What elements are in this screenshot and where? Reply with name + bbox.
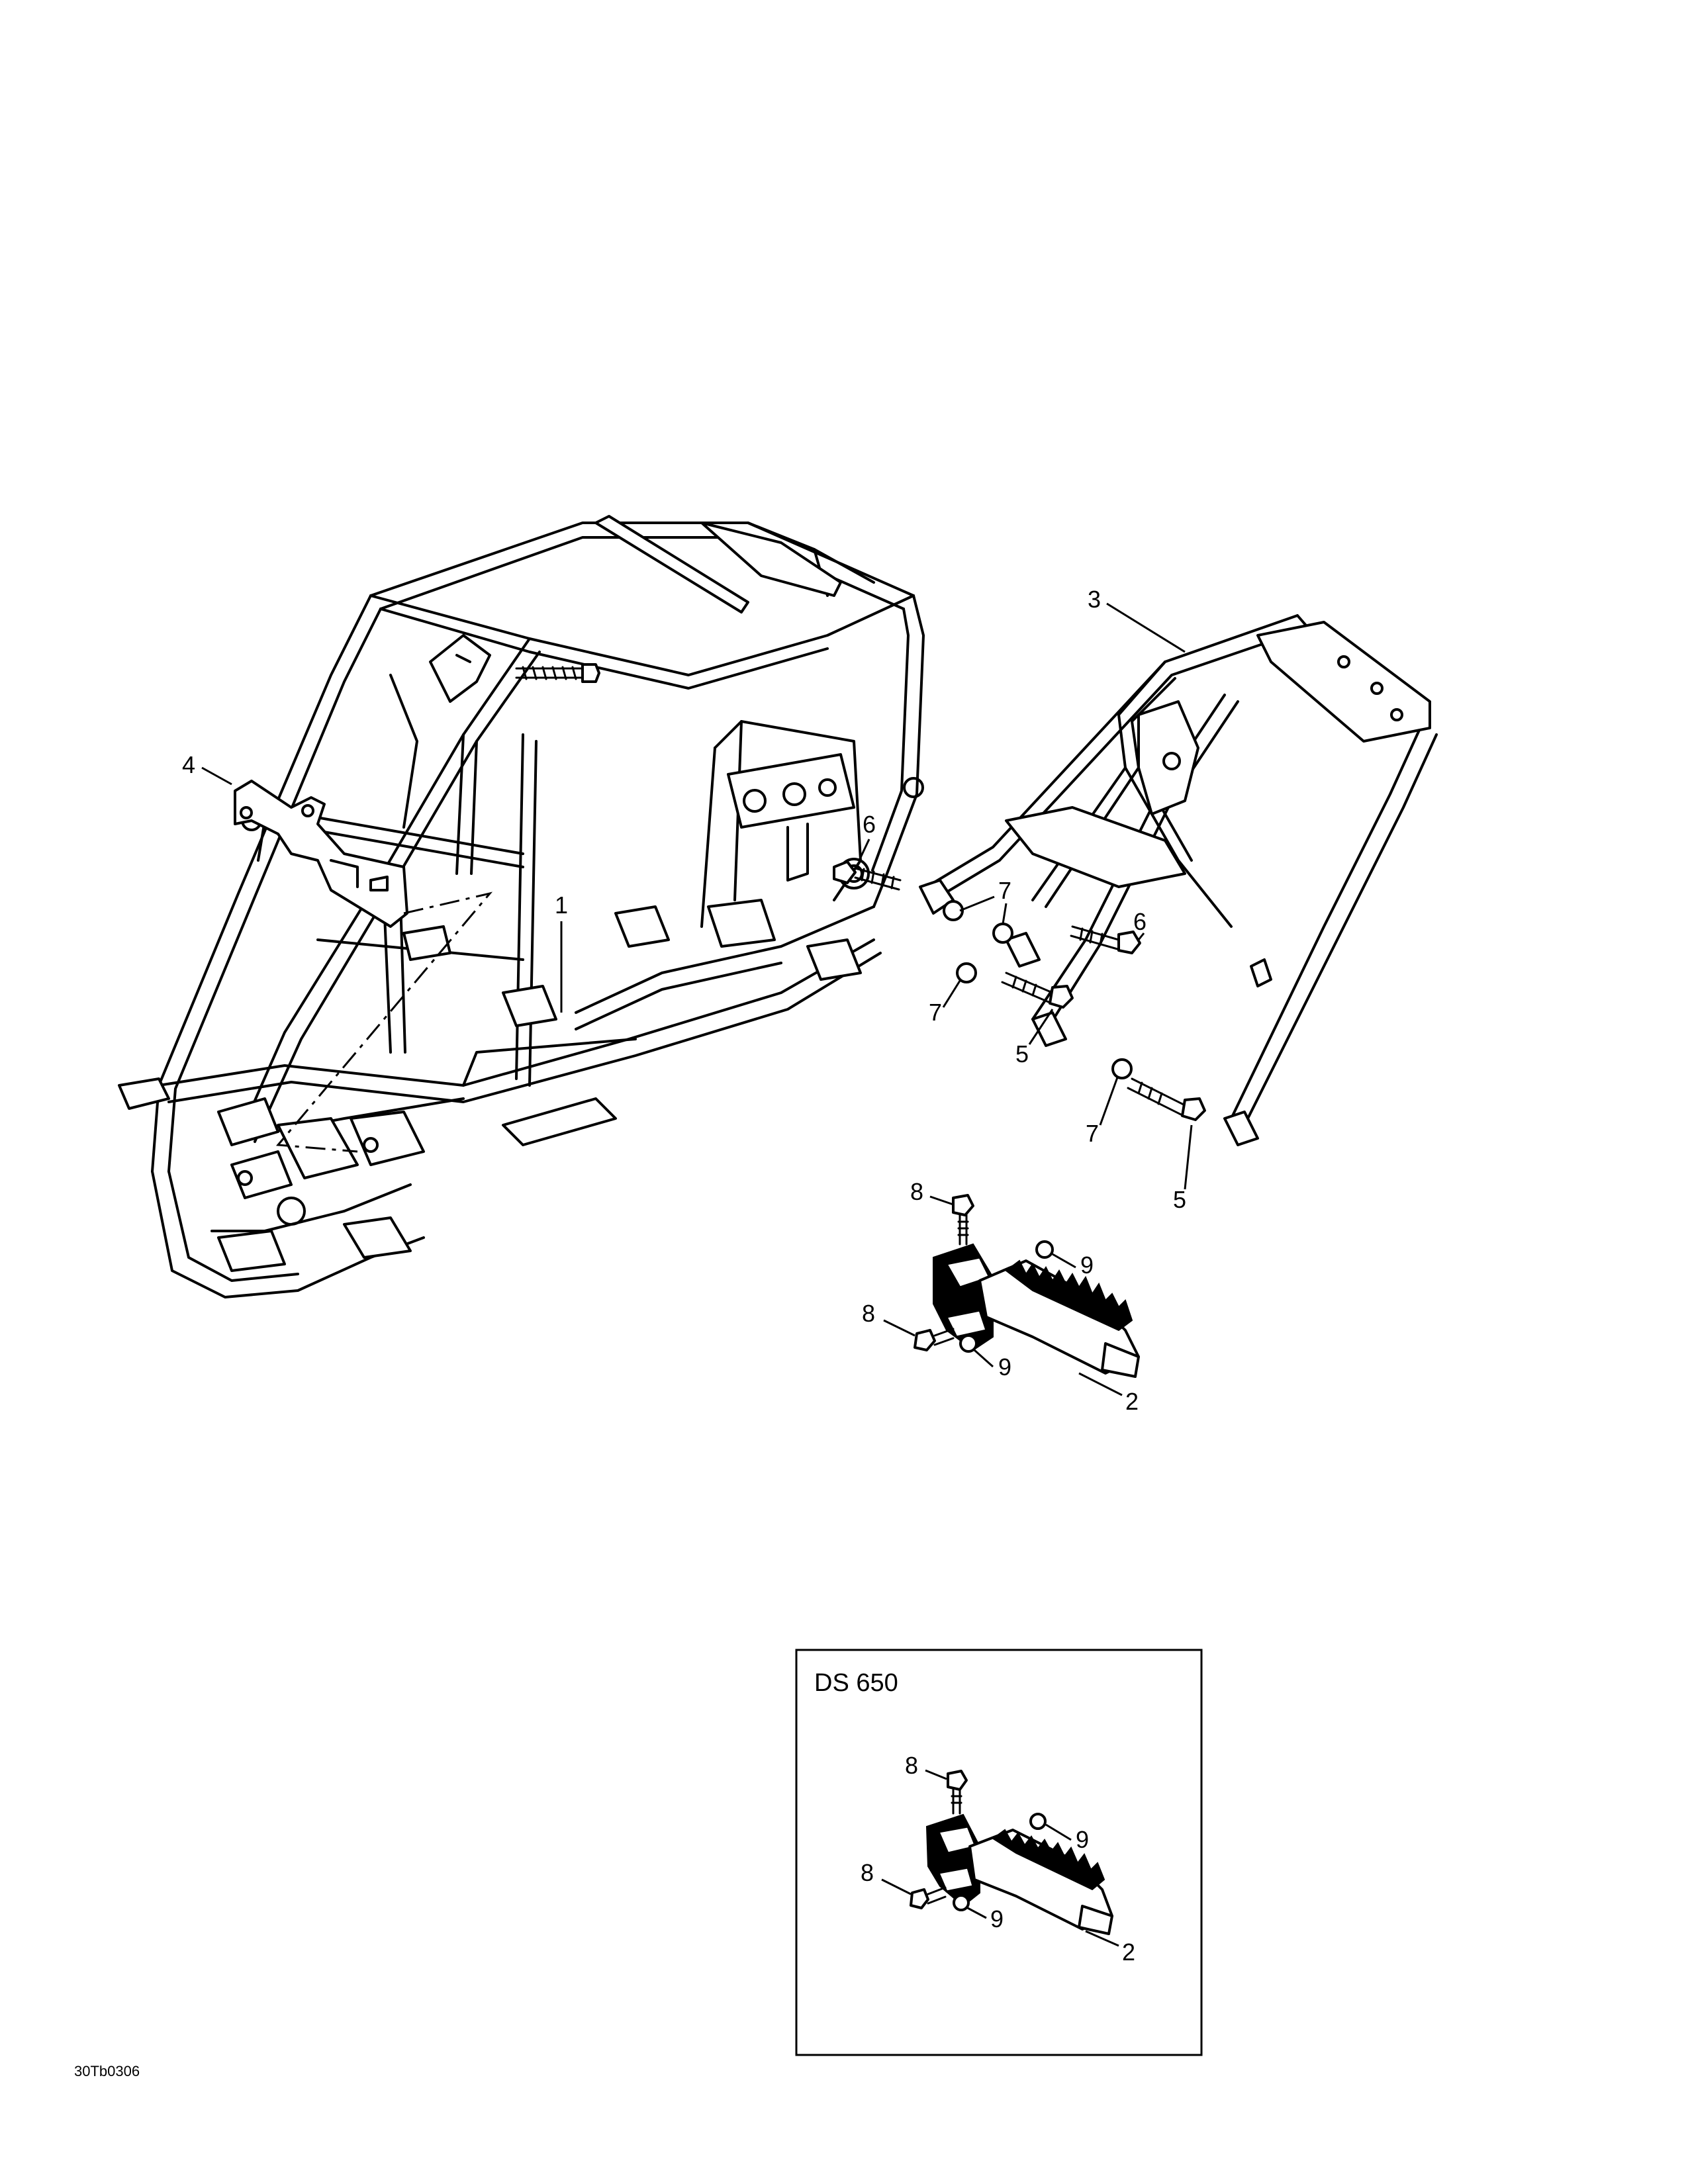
inset-callout-9-top: 9 <box>1045 1823 1089 1853</box>
nut-part-9-a <box>1035 1240 1054 1259</box>
main-frame-drawing <box>118 515 925 1298</box>
callout-number-6-right: 6 <box>1133 908 1147 935</box>
inset-callout-8-bottom: 8 <box>861 1859 912 1895</box>
footrest-assembly-drawing <box>914 1194 1140 1378</box>
inset-leader-line-8-bottom <box>881 1878 912 1895</box>
inset-callout-number-8-bottom: 8 <box>861 1859 874 1886</box>
inset-callout-9-bottom: 9 <box>966 1905 1004 1933</box>
callout-number-4: 4 <box>182 751 195 778</box>
alignment-dash-line <box>275 891 493 1153</box>
leader-line-3 <box>1106 602 1186 653</box>
nut-part-9-b <box>959 1334 978 1353</box>
callout-number-7-top: 7 <box>998 877 1011 904</box>
callout-number-6-left: 6 <box>863 811 876 838</box>
nut-part-7-c <box>956 962 977 983</box>
callout-4: 4 <box>182 751 232 786</box>
leader-line-7-middle <box>942 980 961 1008</box>
callout-2: 2 <box>1078 1372 1139 1415</box>
frame-screw-drawing <box>515 663 600 683</box>
callout-1: 1 <box>555 891 568 1013</box>
inset-footrest-drawing <box>910 1770 1113 1935</box>
leader-line-6-left <box>858 839 870 861</box>
inset-leader-line-8-top <box>925 1769 947 1780</box>
inset-leader-line-9-bottom <box>966 1906 987 1919</box>
leader-line-7-top <box>959 895 1008 925</box>
figure-reference-code: 30Tb0306 <box>74 2063 140 2079</box>
callout-number-5-left: 5 <box>1015 1040 1029 1068</box>
callout-number-7-bottom: 7 <box>1086 1120 1099 1147</box>
inset-callout-number-8-top: 8 <box>905 1752 918 1779</box>
inset-title: DS 650 <box>814 1669 898 1697</box>
callout-number-8-bottom: 8 <box>862 1300 875 1327</box>
inset-callout-number-9-top: 9 <box>1076 1826 1089 1853</box>
callout-6-right: 6 <box>1133 908 1147 940</box>
callout-3: 3 <box>1088 586 1186 653</box>
callout-8-top: 8 <box>910 1178 954 1206</box>
inset-callout-8-top: 8 <box>905 1752 947 1780</box>
inset-frame <box>795 1649 1203 2056</box>
leader-line-8-bottom <box>883 1319 915 1337</box>
inset-nut-9-b <box>953 1894 970 1911</box>
bolt-part-6-left-drawing <box>833 860 902 891</box>
ds650-inset: DS 650 8 9 8 9 <box>795 1649 1203 2056</box>
inset-nut-9-a <box>1029 1813 1047 1830</box>
callout-number-5-right: 5 <box>1173 1186 1186 1213</box>
leader-line-2 <box>1078 1372 1123 1396</box>
inset-callout-number-2: 2 <box>1122 1938 1135 1966</box>
callout-9-top: 9 <box>1052 1251 1094 1279</box>
callout-6-left: 6 <box>858 811 876 861</box>
inset-callout-number-9-bottom: 9 <box>990 1905 1004 1933</box>
callout-number-8-top: 8 <box>910 1178 923 1205</box>
inset-leader-line-2 <box>1085 1930 1119 1947</box>
inset-leader-line-9-top <box>1045 1823 1072 1841</box>
callout-number-2: 2 <box>1125 1388 1139 1415</box>
leader-line-6-right <box>1137 933 1145 940</box>
leader-line-8-top <box>929 1195 954 1206</box>
inset-callout-2: 2 <box>1085 1930 1135 1966</box>
callout-7-top: 7 <box>959 877 1011 925</box>
nut-part-7-b <box>992 923 1013 944</box>
callout-number-9-top: 9 <box>1080 1251 1094 1279</box>
callout-5-right: 5 <box>1173 1124 1193 1213</box>
callout-7-middle: 7 <box>929 980 961 1026</box>
bracket-part-4-drawing <box>234 780 408 928</box>
leader-line-9-bottom <box>974 1349 994 1368</box>
callout-number-3: 3 <box>1088 586 1101 613</box>
callout-number-7-middle: 7 <box>929 999 942 1026</box>
leader-line-7-bottom <box>1099 1077 1119 1126</box>
leader-line-5-right <box>1184 1124 1193 1190</box>
leader-line-9-top <box>1052 1253 1076 1269</box>
leader-line-5-left <box>1028 1009 1054 1045</box>
leader-line-4 <box>201 766 232 786</box>
callout-8-bottom: 8 <box>862 1300 915 1337</box>
nut-part-7-d <box>1111 1058 1133 1079</box>
bolt-part-5-right-drawing <box>1127 1077 1206 1121</box>
callout-number-9-bottom: 9 <box>998 1353 1011 1381</box>
bolt-part-5-left-drawing <box>1001 972 1074 1009</box>
bolt-part-6-right-drawing <box>1070 925 1141 954</box>
callout-number-1: 1 <box>555 891 568 919</box>
callout-5-left: 5 <box>1015 1009 1054 1068</box>
callout-9-bottom: 9 <box>974 1349 1011 1381</box>
rear-subframe-part-3-drawing <box>919 614 1438 1146</box>
callout-7-bottom: 7 <box>1086 1077 1119 1147</box>
nut-part-7-a <box>943 900 964 921</box>
